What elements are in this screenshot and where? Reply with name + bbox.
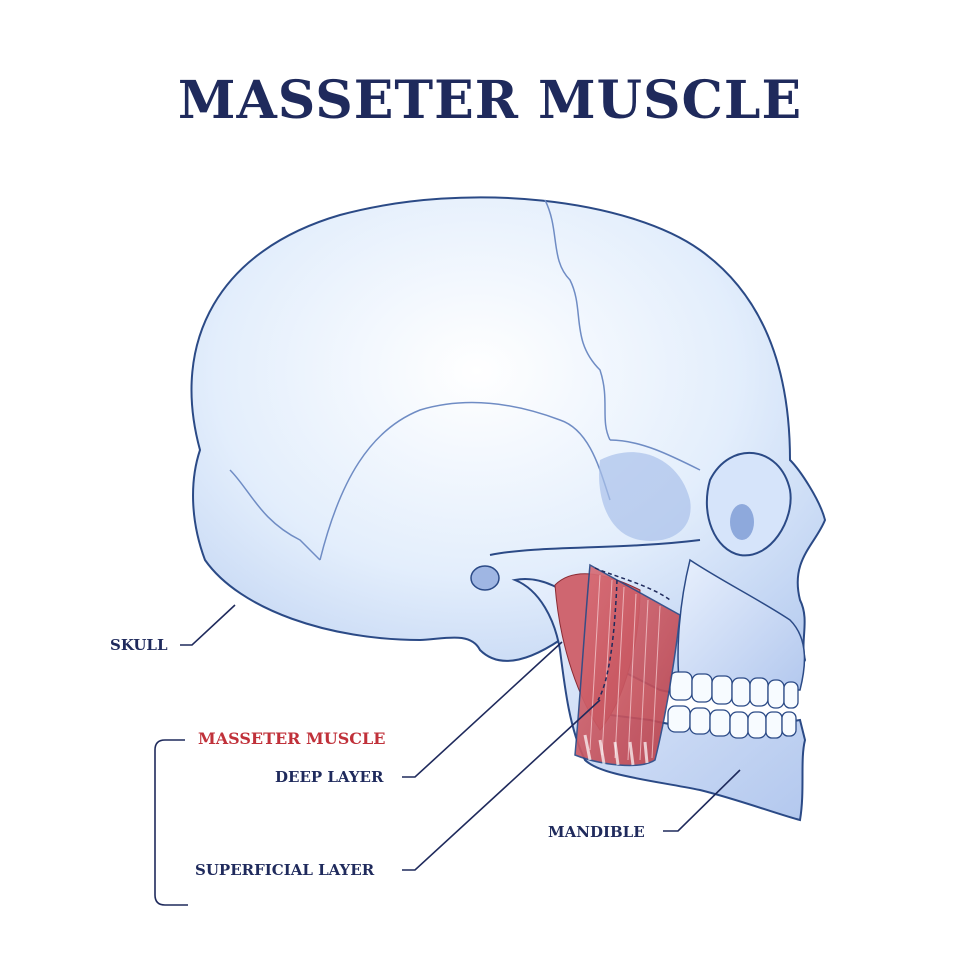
temporal-fossa bbox=[599, 452, 691, 541]
lambdoid-suture bbox=[229, 469, 321, 561]
masseter-muscle-graphic bbox=[554, 563, 681, 767]
label-deep-layer: DEEP LAYER bbox=[275, 768, 384, 786]
squamosal-suture bbox=[319, 401, 611, 561]
cranium bbox=[190, 196, 827, 695]
deep-layer-leader bbox=[402, 641, 563, 778]
label-superficial-layer: SUPERFICIAL LAYER bbox=[195, 861, 375, 879]
bracket bbox=[154, 739, 188, 906]
diagram-title: MASSETER MUSCLE bbox=[177, 70, 803, 131]
coronal-suture bbox=[544, 199, 611, 441]
tendon-stripes bbox=[583, 734, 649, 766]
label-masseter-muscle: MASSETER MUSCLE bbox=[198, 729, 386, 748]
orbit bbox=[705, 452, 792, 557]
mandible-leader bbox=[663, 769, 741, 832]
muscle-fibers bbox=[589, 574, 661, 761]
superficial-layer-leader bbox=[402, 699, 601, 871]
sphenoid-suture bbox=[609, 439, 701, 471]
label-skull: SKULL bbox=[110, 636, 168, 654]
skull-leader bbox=[180, 604, 236, 646]
deep-layer-dashed-outline bbox=[594, 567, 671, 701]
upper-teeth bbox=[669, 671, 799, 709]
ear-canal bbox=[470, 565, 500, 591]
leader-lines bbox=[154, 604, 741, 906]
zygomatic-arch bbox=[489, 539, 701, 556]
label-mandible: MANDIBLE bbox=[548, 823, 645, 841]
lower-teeth bbox=[667, 705, 797, 739]
orbit-fissure bbox=[730, 504, 754, 540]
